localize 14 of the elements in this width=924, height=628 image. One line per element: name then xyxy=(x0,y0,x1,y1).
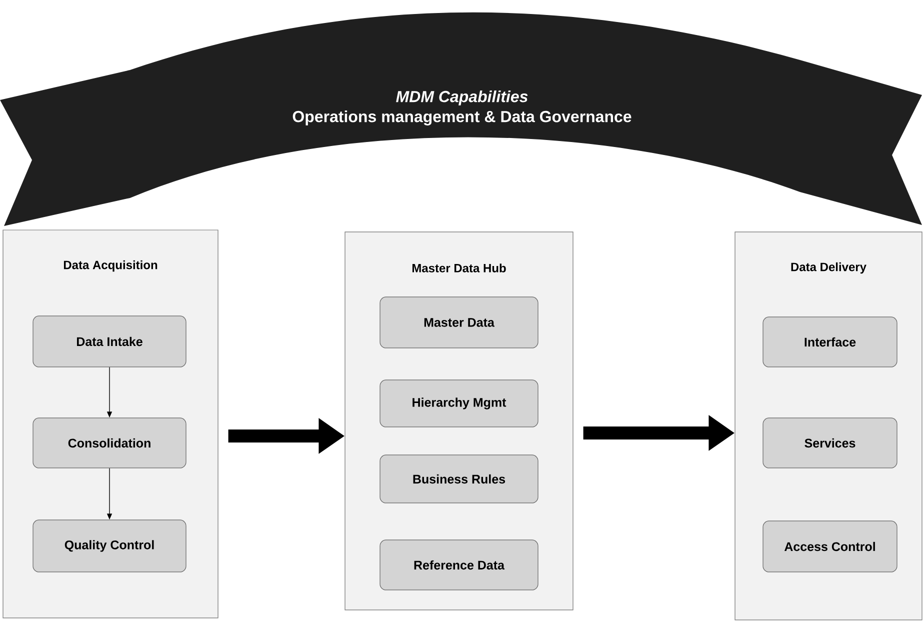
banner: MDM Capabilities Operations management & Data Governance xyxy=(0,12,922,226)
process-box: Interface xyxy=(762,316,898,368)
process-box: Data Intake xyxy=(32,316,186,368)
process-box: Business Rules xyxy=(380,454,538,504)
process-box: Hierarchy Mgmt xyxy=(380,380,538,428)
process-box: Consolidation xyxy=(32,418,186,468)
process-box: Reference Data xyxy=(380,540,538,590)
panel-heading: Master Data Hub xyxy=(412,264,506,272)
panel-heading: Data Delivery xyxy=(791,262,866,274)
process-box: Master Data xyxy=(380,296,538,348)
process-box: Services xyxy=(762,418,898,468)
process-box: Quality Control xyxy=(32,520,186,572)
panel-heading: Data Acquisition xyxy=(64,260,158,272)
process-box: Access Control xyxy=(762,520,898,572)
